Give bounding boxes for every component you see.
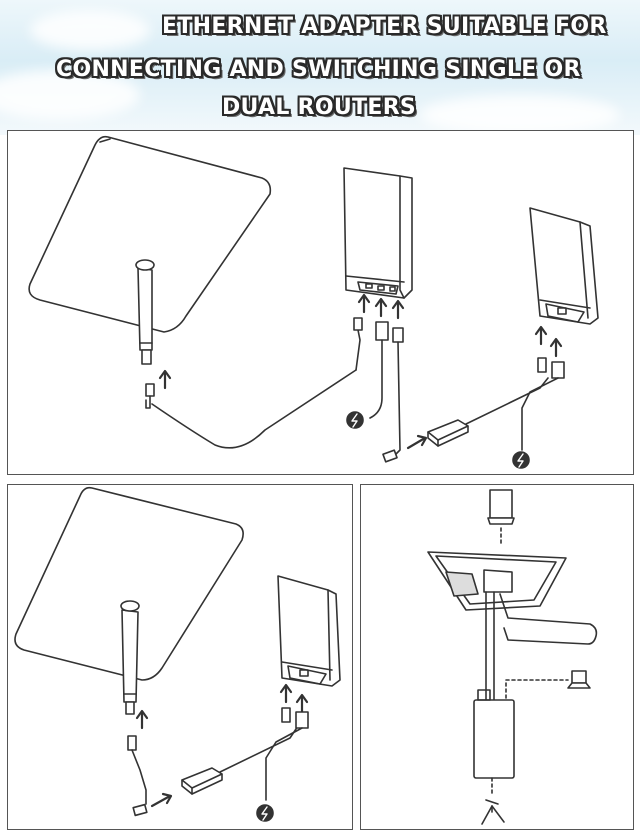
title-line-3: DUAL ROUTERS xyxy=(222,95,417,120)
power-bolt-icon xyxy=(256,804,274,822)
title-line-1: ETHERNET ADAPTER SUITABLE FOR xyxy=(162,14,607,39)
ethernet-adapter-icon xyxy=(181,767,223,795)
ethernet-adapter-icon xyxy=(427,419,469,447)
laptop-icon xyxy=(567,670,591,689)
title-line-2: CONNECTING AND SWITCHING SINGLE OR xyxy=(56,57,581,82)
sky-background xyxy=(0,0,640,135)
arrow-up-icon xyxy=(135,709,149,730)
router-icon xyxy=(529,207,599,325)
satellite-dish-icon xyxy=(14,486,244,715)
router-icon xyxy=(343,167,413,299)
router-icon xyxy=(277,575,341,687)
satellite-dish-icon xyxy=(28,135,272,365)
wifi-antenna-icon xyxy=(481,799,505,825)
power-bolt-icon xyxy=(512,451,530,469)
arrow-up-icon xyxy=(158,369,172,390)
power-bolt-icon xyxy=(346,411,364,429)
ethernet-adapter-icon xyxy=(473,689,515,779)
